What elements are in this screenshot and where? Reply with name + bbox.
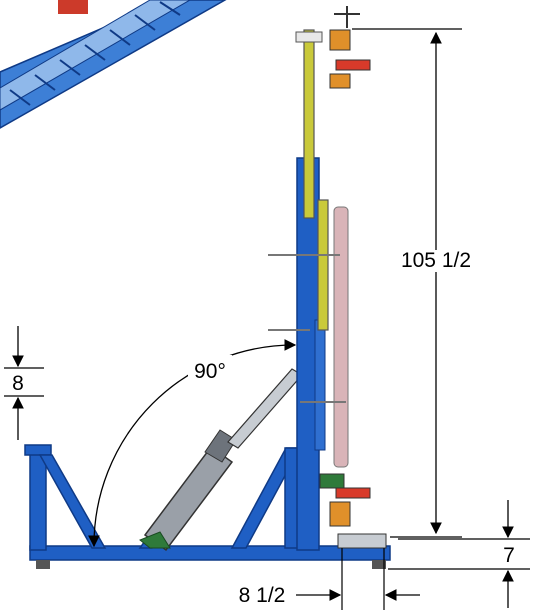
- dimension-angle: 90°: [88, 339, 297, 548]
- top-clamp: [329, 6, 371, 89]
- conveyor-section: [0, 0, 227, 129]
- base-height-dimension-label: 7: [503, 544, 515, 567]
- base-offset-dimension-label: 8 1/2: [239, 584, 286, 607]
- angle-dimension-label: 90°: [194, 360, 226, 383]
- vertical-mast: [268, 29, 349, 551]
- clearance-dimension-label: 8: [12, 372, 24, 395]
- dimension-base-height: 7: [388, 500, 530, 608]
- dimension-base-offset: 8 1/2: [239, 548, 420, 610]
- height-dimension-label: 105 1/2: [401, 249, 471, 272]
- dimension-clearance: 8: [4, 326, 44, 440]
- air-cylinder: [139, 368, 303, 552]
- dimension-height: 105 1/2: [352, 28, 471, 538]
- conveyor-clamp-icon: [58, 0, 88, 14]
- bottom-clamp: [319, 473, 371, 527]
